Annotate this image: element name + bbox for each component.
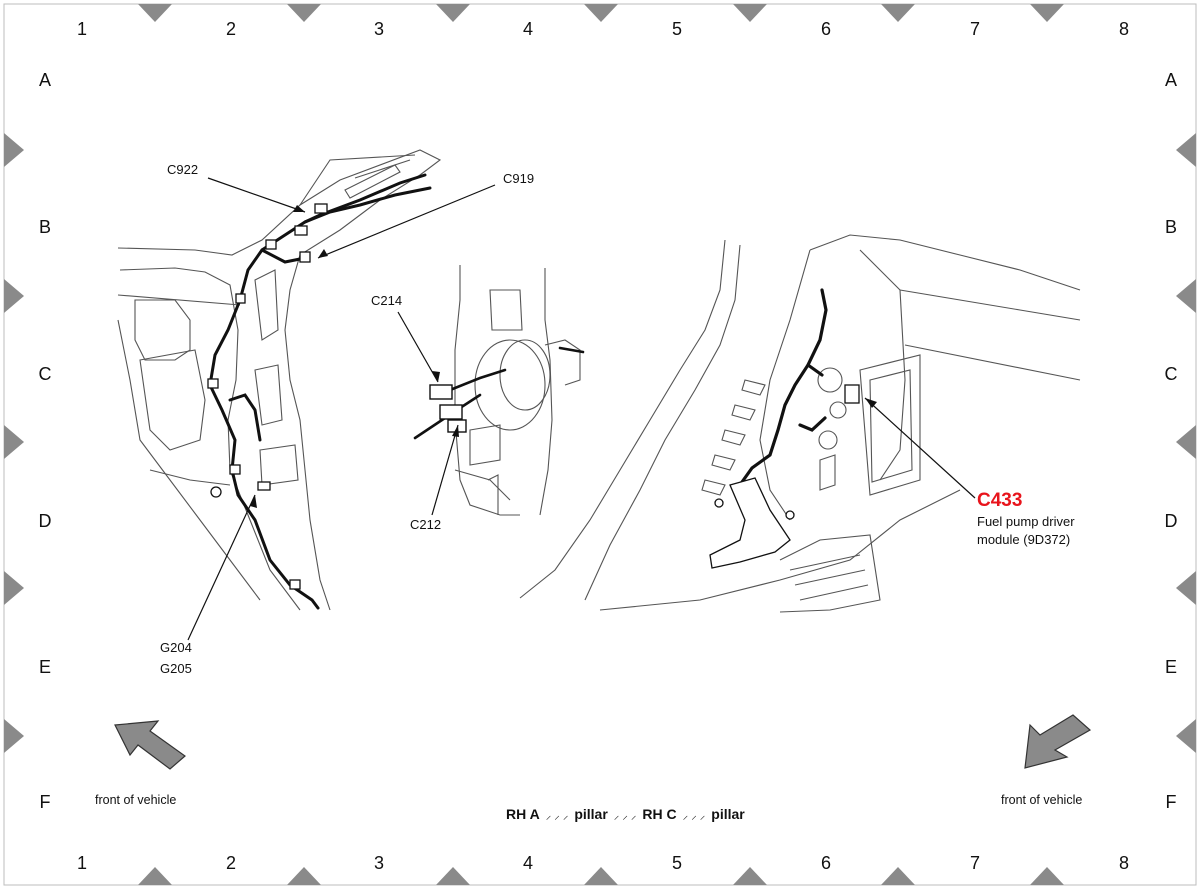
grid-row-label: A [38, 70, 51, 90]
zone-marker-left [4, 425, 24, 459]
front-arrow-left-icon [114, 720, 186, 770]
grid-col-label: 8 [1118, 19, 1129, 39]
rh-a-pillar-illustration [117, 149, 442, 611]
view-caption: RH A ⸝ ⸝ ⸝ pillar ⸝ ⸝ ⸝ RH C ⸝ ⸝ ⸝ pillar [506, 806, 745, 823]
zone-marker-right [1176, 425, 1196, 459]
grid-row-label: C [38, 364, 52, 384]
c-pillar-harness [740, 288, 828, 484]
grid-row-label: D [38, 511, 52, 531]
grid-col-label: 7 [969, 853, 980, 873]
zone-marker-bottom [138, 867, 172, 885]
grid-col-label: 4 [522, 853, 533, 873]
zone-marker-left [4, 719, 24, 753]
zone-marker-right [1176, 133, 1196, 167]
grid-row-label: B [38, 217, 51, 237]
callout-g204: G204 [160, 640, 192, 655]
grid-row-label: E [38, 657, 51, 677]
highlight-description-line2: module (9D372) [977, 532, 1071, 547]
zone-marker-left [4, 133, 24, 167]
caption-rh-a: RH A [506, 806, 540, 822]
grid-row-label: B [1164, 217, 1177, 237]
center-component-illustration [454, 265, 581, 516]
grid-row-label: F [39, 792, 51, 812]
zone-marker-bottom [733, 867, 767, 885]
zone-marker-left [4, 279, 24, 313]
zone-marker-top [287, 4, 321, 22]
grid-row-label: F [1165, 792, 1177, 812]
zone-marker-top [1030, 4, 1064, 22]
zone-marker-right [1176, 279, 1196, 313]
front-of-vehicle-label-left: front of vehicle [95, 793, 177, 807]
c-pillar-bracket [709, 384, 860, 569]
zone-marker-top [733, 4, 767, 22]
grid-col-label: 6 [820, 19, 831, 39]
grid-col-label: 1 [76, 853, 87, 873]
caption-rh-c: RH C [642, 806, 677, 822]
zone-marker-top [436, 4, 470, 22]
caption-separator: ⸝ ⸝ ⸝ [613, 810, 637, 822]
callout-c922: C922 [167, 162, 199, 177]
caption-separator: ⸝ ⸝ ⸝ [545, 810, 569, 822]
zone-marker-right [1176, 719, 1196, 753]
zone-marker-bottom [881, 867, 915, 885]
grid-col-label: 4 [522, 19, 533, 39]
front-of-vehicle-label-right: front of vehicle [1001, 793, 1083, 807]
zone-marker-bottom [287, 867, 321, 885]
grid-row-label: C [1164, 364, 1178, 384]
rh-c-pillar-illustration [519, 234, 1081, 613]
grid-col-label: 2 [225, 853, 236, 873]
caption-separator: ⸝ ⸝ ⸝ [682, 810, 706, 822]
grid-col-label: 3 [373, 853, 384, 873]
a-pillar-connectors [207, 203, 328, 590]
callout-c214: C214 [371, 293, 403, 308]
grid-col-label: 8 [1118, 853, 1129, 873]
a-pillar-harness [208, 173, 432, 610]
caption-pillar-a: pillar [574, 806, 608, 822]
grid-col-label: 5 [671, 19, 682, 39]
zone-marker-left [4, 571, 24, 605]
grid-col-label: 2 [225, 19, 236, 39]
callout-c919: C919 [503, 171, 535, 186]
zone-markers [4, 4, 1196, 885]
callout-c212: C212 [410, 517, 442, 532]
zone-marker-bottom [436, 867, 470, 885]
frame-border [3, 3, 1197, 886]
leader-arrowheads [250, 205, 877, 508]
zone-marker-bottom [1030, 867, 1064, 885]
zone-marker-top [584, 4, 618, 22]
grid-row-label: D [1164, 511, 1178, 531]
zone-marker-top [138, 4, 172, 22]
grid-row-label: E [1164, 657, 1177, 677]
grid-col-label: 6 [820, 853, 831, 873]
zone-marker-bottom [584, 867, 618, 885]
grid-col-label: 3 [373, 19, 384, 39]
zone-marker-top [881, 4, 915, 22]
grid-row-label: A [1164, 70, 1177, 90]
front-arrow-right-icon [1024, 714, 1092, 769]
grid-col-label: 1 [76, 19, 87, 39]
zone-marker-right [1176, 571, 1196, 605]
caption-pillar-c: pillar [711, 806, 745, 822]
grid-col-label: 7 [969, 19, 980, 39]
highlight-description-line1: Fuel pump driver [977, 514, 1075, 529]
center-connectors [429, 384, 467, 433]
highlight-connector-c433: C433 [977, 490, 1023, 511]
callout-g205: G205 [160, 661, 192, 676]
grid-col-label: 5 [671, 853, 682, 873]
leader-lines [187, 177, 976, 641]
